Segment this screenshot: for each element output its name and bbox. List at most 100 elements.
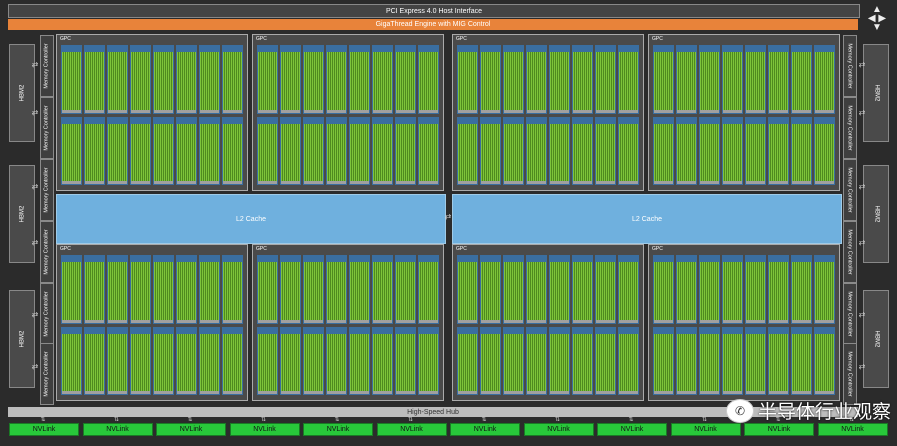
sm-unit [722,255,743,324]
sm-unit [618,326,639,395]
pcie-host-interface: PCI Express 4.0 Host Interface [8,4,860,18]
sm-unit [326,255,347,324]
sm-unit [176,45,197,114]
sm-unit [457,326,478,395]
sm-unit [107,326,128,395]
sm-unit [549,45,570,114]
sm-unit [130,326,151,395]
sm-unit [480,326,501,395]
hbm-stack-right-2: HBM2 [863,165,889,263]
sm-unit [199,45,220,114]
sm-unit [372,255,393,324]
sm-unit [791,326,812,395]
sm-unit [418,45,439,114]
sm-unit [618,116,639,185]
sm-unit [349,116,370,185]
memory-controller-right-6: Memory Controller [843,343,857,405]
sm-unit [280,255,301,324]
sm-unit [722,45,743,114]
sm-unit [457,45,478,114]
sm-unit [745,326,766,395]
sm-unit [595,116,616,185]
nvlink-arrow-icon: ⇅ [407,417,414,423]
sm-unit [480,116,501,185]
sm-unit [676,116,697,185]
sm-unit [107,116,128,185]
nvlink-port: NVLink [156,423,226,436]
sm-unit [61,116,82,185]
memory-controller-right-3: Memory Controller [843,159,857,221]
nvlink-port: NVLink [670,423,741,436]
nvlink-port: NVLink [9,423,79,436]
sm-unit [618,45,639,114]
sm-unit [153,255,174,324]
sm-unit [84,326,105,395]
sm-unit [526,326,547,395]
sm-unit [503,116,524,185]
nvlink-arrow-icon: ⇅ [481,417,487,423]
sm-unit [84,255,105,324]
sm-unit [676,255,697,324]
sm-unit [107,255,128,324]
sm-unit [572,326,593,395]
sm-unit [814,255,835,324]
sm-unit [457,255,478,324]
sm-unit [130,45,151,114]
memory-controller-right-5: Memory Controller [843,283,857,345]
memory-controller-left-5: Memory Controller [40,283,54,345]
watermark-logo: ✆ 半导体行业观察 [725,397,891,424]
sm-unit [549,255,570,324]
sm-unit [480,45,501,114]
sm-unit [107,45,128,114]
memory-controller-left-3: Memory Controller [40,159,54,221]
sm-unit [418,255,439,324]
sm-unit [768,116,789,185]
bidirectional-arrow-icon: ⇄ [858,238,866,247]
sm-unit [84,45,105,114]
sm-unit [503,326,524,395]
hbm-stack-right-3: HBM2 [863,290,889,388]
sm-unit [372,116,393,185]
sm-unit [676,45,697,114]
memory-controller-left-2: Memory Controller [40,97,54,159]
bidirectional-arrow-icon: ⇄ [31,310,39,319]
sm-unit [257,255,278,324]
sm-unit [153,45,174,114]
sm-unit [653,326,674,395]
sm-unit [791,45,812,114]
sm-unit [814,116,835,185]
sm-unit [222,116,243,185]
memory-controller-left-6: Memory Controller [40,343,54,405]
bidirectional-arrow-icon: ⇄ [858,362,866,371]
sm-unit [303,255,324,324]
nvlink-port: NVLink [303,423,373,436]
nvlink-port: NVLink [450,423,520,436]
bidirectional-arrow-icon: ⇄ [31,60,39,69]
nvlink-arrow-icon: ⇅ [40,417,46,423]
nvlink-arrow-icon: ⇅ [848,417,855,423]
hbm-stack-right-1: HBM2 [863,44,889,142]
sm-unit [768,255,789,324]
sm-unit [572,255,593,324]
sm-unit [130,116,151,185]
sm-unit [699,45,720,114]
gpc-block: GPC [252,34,444,191]
gpc-block: GPC [56,34,248,191]
sm-unit [395,326,416,395]
sm-unit [503,255,524,324]
sm-unit [595,45,616,114]
sm-unit [457,116,478,185]
sm-unit [303,45,324,114]
nvlink-arrow-icon: ⇅ [334,417,340,423]
four-way-arrow-icon: ▲◀ ▶▼ [867,4,887,33]
nvlink-port: NVLink [82,423,153,436]
sm-unit [572,116,593,185]
sm-unit [418,116,439,185]
nvlink-arrow-icon: ⇅ [701,417,708,423]
sm-unit [768,45,789,114]
sm-unit [653,116,674,185]
sm-unit [349,326,370,395]
wechat-icon: ✆ [725,398,754,423]
sm-unit [257,45,278,114]
sm-unit [722,326,743,395]
